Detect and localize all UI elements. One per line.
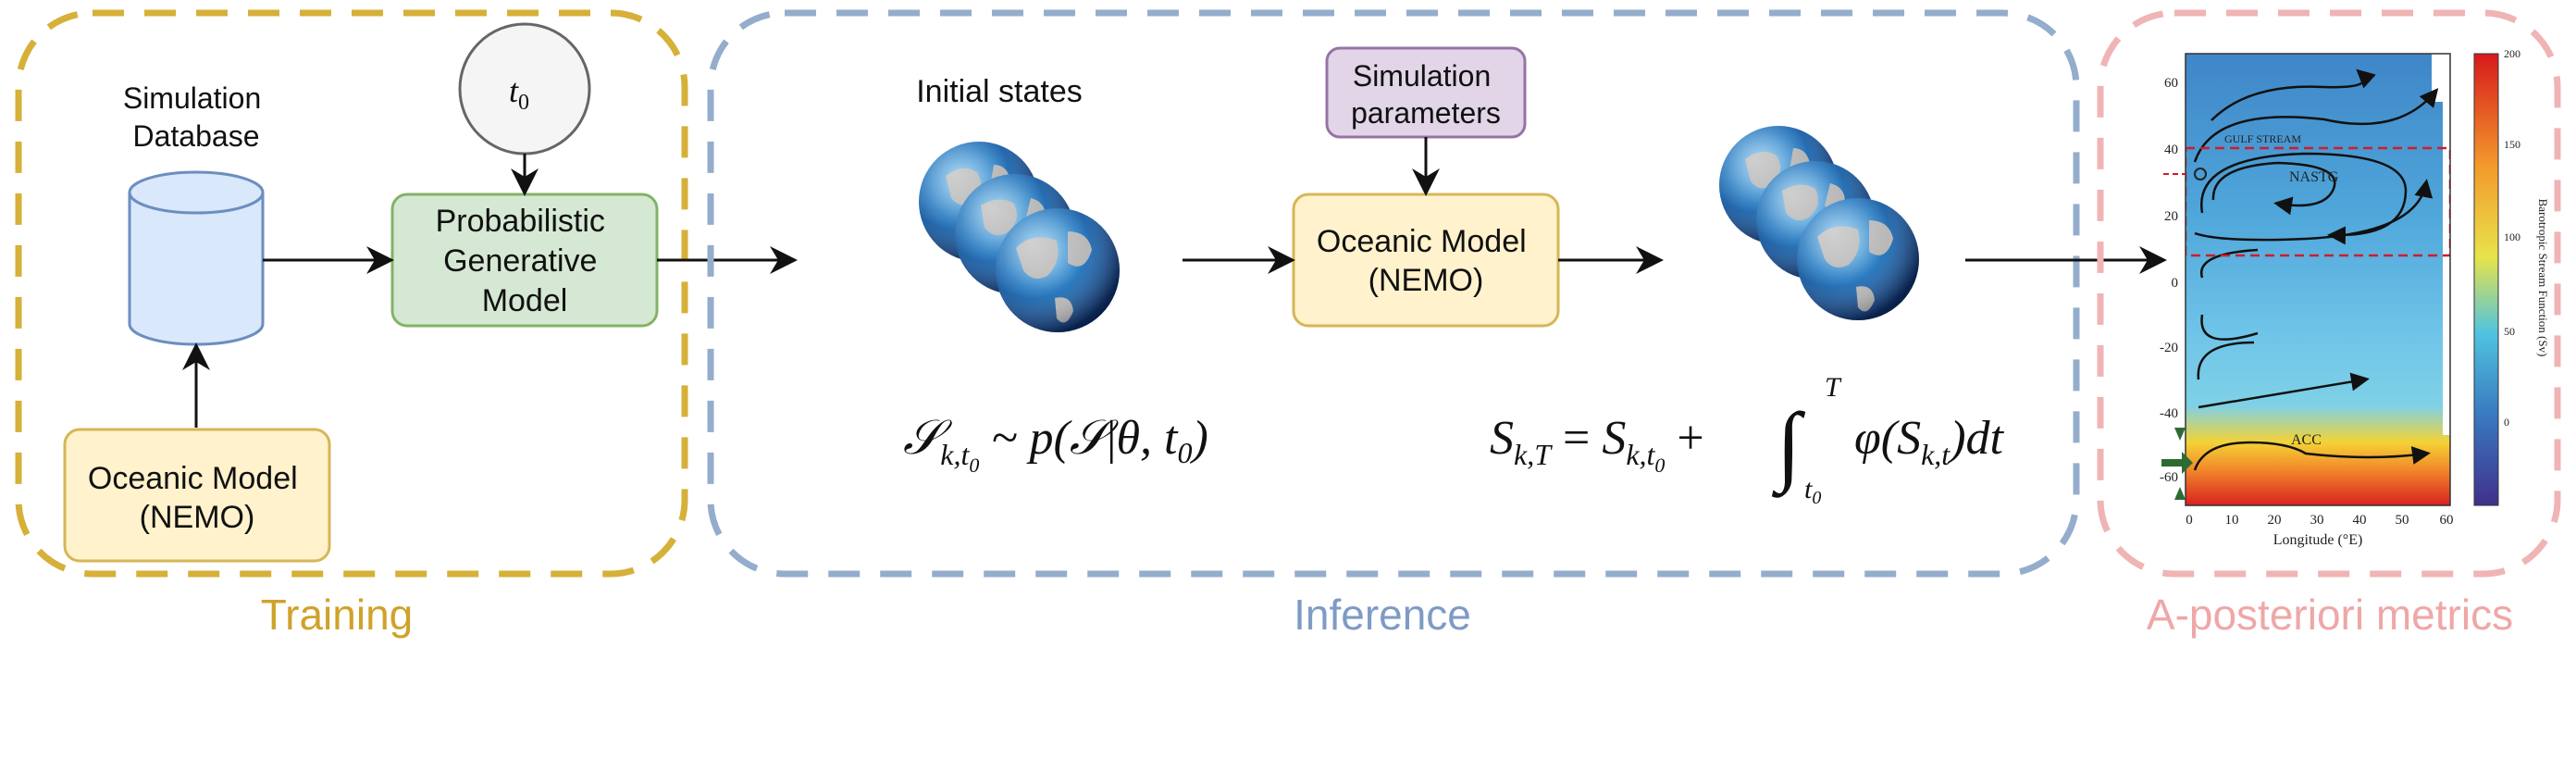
inference-oceanic-model-box[interactable]	[1292, 193, 1560, 328]
colorbar	[2473, 53, 2499, 506]
svg-text:40: 40	[2353, 513, 2367, 528]
initial-states-globes	[919, 142, 1120, 332]
colorbar-ticks: 200 150 100 50 0	[2504, 47, 2520, 429]
inference-oceanic-model-label: Oceanic Model (NEMO)	[1317, 224, 1535, 298]
map-x-label: Longitude (°E)	[2273, 532, 2363, 548]
globe-icon	[1797, 198, 1919, 320]
svg-text:T: T	[1825, 372, 1842, 403]
svg-text:60: 60	[2164, 76, 2178, 91]
svg-text:60: 60	[2440, 513, 2454, 528]
region-label-gulf-stream: GULF STREAM	[2224, 132, 2301, 145]
map-x-axis: 0 10 20 30 40 50 60	[2186, 513, 2453, 528]
svg-text:100: 100	[2504, 230, 2520, 243]
metrics-section-label: A-posteriori metrics	[2147, 591, 2513, 639]
metrics-section-border	[2097, 9, 2561, 578]
svg-text:0: 0	[2172, 276, 2179, 291]
svg-text:30: 30	[2310, 513, 2324, 528]
svg-text:φ(Sk,t)dt: φ(Sk,t)dt	[1854, 412, 2005, 471]
svg-text:∫: ∫	[1771, 394, 1806, 498]
t0-node[interactable]	[458, 22, 591, 156]
region-label-nastg: NASTG	[2289, 169, 2339, 185]
svg-text:50: 50	[2504, 325, 2515, 338]
svg-text:150: 150	[2504, 138, 2520, 151]
svg-text:200: 200	[2504, 47, 2520, 60]
formula-integral: Sk,T = Sk,t0 + ∫ T t0 φ(Sk,t)dt	[1490, 372, 2005, 508]
training-section-border	[15, 9, 688, 578]
svg-text:10: 10	[2225, 513, 2239, 528]
training-section-label: Training	[261, 591, 413, 639]
simulation-parameters-label: Simulation parameters	[1351, 59, 1501, 130]
formula-sample: 𝒮k,t0 ~ p(𝒮|θ, t0)	[903, 410, 1208, 477]
svg-text:20: 20	[2268, 513, 2282, 528]
svg-text:50: 50	[2396, 513, 2409, 528]
simulation-database[interactable]	[128, 170, 265, 346]
svg-text:20: 20	[2164, 209, 2178, 224]
training-oceanic-model-box[interactable]	[63, 428, 331, 563]
region-label-acc: ACC	[2291, 432, 2322, 448]
globe-icon	[996, 208, 1120, 332]
inference-section-label: Inference	[1294, 591, 1471, 639]
svg-text:40: 40	[2164, 143, 2178, 157]
stream-function-map	[2163, 53, 2451, 506]
acc-boundary-markers	[2161, 428, 2193, 500]
map-y-axis: 60 40 20 0 -20 -40 -60	[2160, 76, 2178, 485]
colorbar-label: Barotropic Stream Function (Sv)	[2536, 199, 2550, 357]
output-states-globes	[1719, 126, 1919, 320]
svg-text:-60: -60	[2160, 470, 2178, 485]
initial-states-label: Initial states	[916, 74, 1083, 109]
svg-text:-40: -40	[2160, 406, 2178, 421]
svg-text:Sk,T = Sk,t0 +: Sk,T = Sk,t0 +	[1490, 412, 1704, 477]
t0-node-label: t0	[509, 72, 529, 115]
training-oceanic-model-label: Oceanic Model (NEMO)	[88, 461, 306, 535]
svg-text:-20: -20	[2160, 341, 2178, 355]
svg-text:0: 0	[2186, 513, 2193, 528]
generative-model-label: Probabilistic Generative Model	[436, 204, 614, 318]
svg-text:0: 0	[2504, 416, 2509, 429]
svg-text:𝒮k,t0 ~ p(𝒮|θ, t0): 𝒮k,t0 ~ p(𝒮|θ, t0)	[903, 410, 1208, 477]
database-label: Simulation Database	[123, 81, 269, 153]
svg-text:t0: t0	[1804, 474, 1821, 508]
